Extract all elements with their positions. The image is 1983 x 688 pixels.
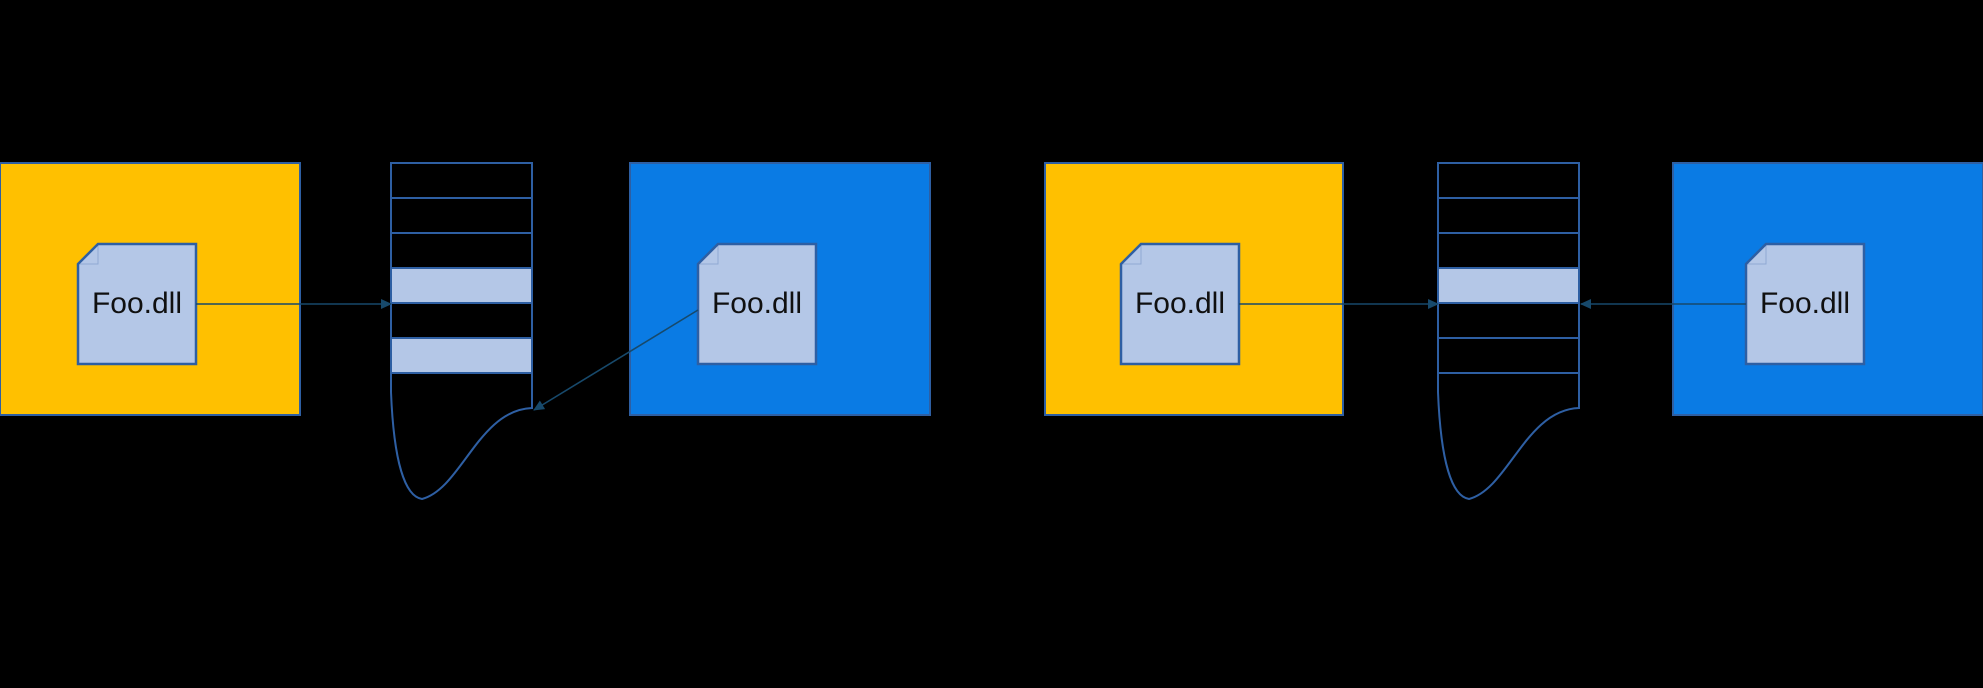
group-left-source-module-document-label: Foo.dll — [92, 287, 182, 320]
group-left-source-module-document-shape — [76, 242, 198, 366]
group-left-blue-to-stack-row6[interactable] — [533, 309, 699, 411]
group-left-stack-outline[interactable] — [390, 162, 533, 501]
right-scenario: Foo.dll Foo.dll — [1044, 162, 1983, 501]
group-left-source-module-document-fold-icon — [78, 244, 99, 265]
group-right-source-module-document-fold-icon — [1121, 244, 1142, 265]
group-right-source-module-document-shape — [1119, 242, 1241, 366]
group-left-stack — [390, 162, 533, 501]
group-left-source-module-document: Foo.dll — [76, 242, 198, 366]
group-left-stack-row-4-highlighted[interactable] — [390, 267, 533, 304]
group-right-source-module-document: Foo.dll — [1119, 242, 1241, 366]
group-right-source-module-document-label: Foo.dll — [1135, 287, 1225, 320]
group-right-target-module-document-label: Foo.dll — [1760, 287, 1850, 320]
group-right-stack-row-4-highlighted[interactable] — [1437, 267, 1580, 304]
group-left-target-module-document-fold-icon — [698, 244, 719, 265]
group-right-target-module-document-shape — [1744, 242, 1866, 366]
group-right-stack-outline[interactable] — [1437, 162, 1580, 501]
group-left-target-module-document: Foo.dll — [696, 242, 818, 366]
group-right-target-module-document: Foo.dll — [1744, 242, 1866, 366]
diagram-groups: Foo.dll Foo.dll Foo.dll Foo.dll — [0, 162, 1983, 501]
group-right-target-module-document-fold-icon — [1746, 244, 1767, 265]
left-scenario: Foo.dll Foo.dll — [0, 162, 931, 501]
group-left-target-module-document-shape — [696, 242, 818, 366]
group-left-stack-row-6-highlighted[interactable] — [390, 337, 533, 374]
group-left-target-module-document-label: Foo.dll — [712, 287, 802, 320]
group-right-stack — [1437, 162, 1580, 501]
